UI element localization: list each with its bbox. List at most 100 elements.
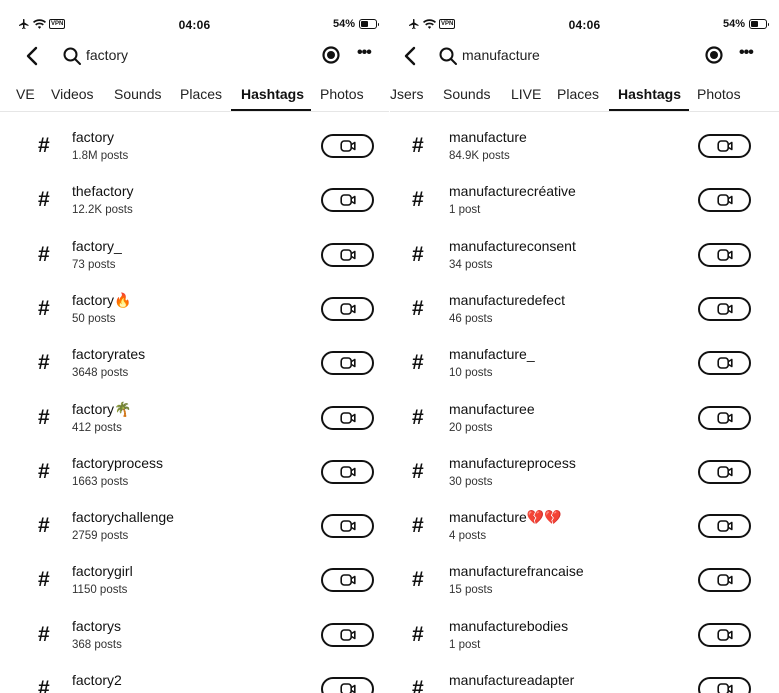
tab-live[interactable]: VE bbox=[16, 86, 35, 102]
hashtag-video-button[interactable] bbox=[698, 134, 751, 158]
hashtag-video-button[interactable] bbox=[321, 296, 374, 321]
video-camera-icon bbox=[717, 194, 733, 207]
record-circle-icon[interactable] bbox=[322, 46, 340, 64]
hashtag-video-button[interactable] bbox=[698, 514, 751, 539]
tab-hashtags[interactable]: Hashtags bbox=[241, 86, 305, 102]
video-camera-icon bbox=[340, 357, 356, 369]
hashtag-name: manufactureadapter bbox=[449, 672, 575, 688]
tab-photos[interactable]: Photos bbox=[320, 86, 364, 102]
video-camera-icon bbox=[340, 140, 356, 152]
status-bar: VPN 04:06 54% bbox=[390, 0, 779, 40]
video-camera-icon bbox=[717, 574, 733, 587]
hashtag-video-button[interactable] bbox=[321, 568, 374, 593]
chevron-left-icon[interactable] bbox=[22, 44, 42, 68]
more-horizontal-icon[interactable]: ••• bbox=[739, 44, 754, 61]
hashtag-post-count: 1663 posts bbox=[72, 475, 129, 488]
hashtag-name: factorys bbox=[72, 617, 122, 634]
hashtag-row[interactable]: #factory2 bbox=[0, 655, 389, 693]
hashtag-video-button[interactable] bbox=[321, 351, 374, 376]
hashtag-name: thefactory bbox=[72, 183, 134, 200]
search-input[interactable]: factory bbox=[86, 47, 129, 63]
hashtag-row[interactable]: # manufactureadapter bbox=[390, 655, 779, 693]
hashtag-video-button[interactable] bbox=[698, 459, 751, 484]
hashtag-name: manufacturefrancaise bbox=[449, 563, 584, 580]
hashtag-row[interactable]: #factory_73 posts bbox=[0, 221, 389, 275]
hashtag-post-count: 4 posts bbox=[449, 530, 487, 543]
hashtag-video-button[interactable] bbox=[321, 134, 374, 158]
hashtag-icon: # bbox=[412, 677, 424, 693]
record-circle-icon[interactable] bbox=[705, 46, 723, 64]
hashtag-name: factory bbox=[72, 129, 115, 145]
hashtag-name: factory_ bbox=[72, 237, 122, 254]
hashtag-video-button[interactable] bbox=[321, 677, 374, 693]
hashtag-video-button[interactable] bbox=[698, 242, 751, 267]
hashtag-name: manufacturee bbox=[449, 400, 535, 417]
hashtag-icon: # bbox=[38, 188, 50, 212]
hashtag-video-button[interactable] bbox=[321, 622, 374, 647]
tab-sounds[interactable]: Sounds bbox=[443, 86, 491, 102]
hashtag-icon: # bbox=[38, 677, 50, 693]
hashtag-video-button[interactable] bbox=[698, 351, 751, 376]
hashtag-video-button[interactable] bbox=[321, 405, 374, 430]
hashtag-video-button[interactable] bbox=[698, 405, 751, 430]
tab-users[interactable]: Jsers bbox=[390, 86, 424, 102]
hashtag-name: manufacturedefect bbox=[449, 291, 565, 308]
hashtag-icon: # bbox=[412, 351, 424, 375]
active-tab-indicator bbox=[609, 109, 689, 111]
hashtag-post-count: 1 post bbox=[449, 204, 481, 217]
video-camera-icon bbox=[340, 465, 356, 478]
hashtag-video-button[interactable] bbox=[321, 459, 374, 484]
hashtag-row[interactable]: #factory🔥50 posts bbox=[0, 275, 389, 329]
tab-bar: VE Videos Sounds Places Hashtags Photos bbox=[0, 80, 389, 112]
more-horizontal-icon[interactable]: ••• bbox=[357, 44, 372, 61]
tab-places[interactable]: Places bbox=[557, 86, 600, 102]
hashtag-video-button[interactable] bbox=[321, 514, 374, 539]
hashtag-post-count: 73 posts bbox=[72, 258, 116, 271]
tab-hashtags[interactable]: Hashtags bbox=[618, 86, 682, 102]
hashtag-video-button[interactable] bbox=[321, 188, 374, 213]
hashtag-row[interactable]: #factory🌴412 posts bbox=[0, 384, 389, 438]
hashtag-video-button[interactable] bbox=[698, 188, 751, 213]
chevron-left-icon[interactable] bbox=[400, 44, 420, 68]
search-input[interactable]: manufacture bbox=[462, 47, 540, 63]
hashtag-post-count: 50 posts bbox=[72, 312, 116, 325]
hashtag-post-count: 30 posts bbox=[449, 475, 493, 488]
hashtag-row[interactable]: #manufacture_10 posts bbox=[390, 329, 779, 383]
hashtag-video-button[interactable] bbox=[698, 677, 751, 693]
hashtag-video-button[interactable] bbox=[321, 242, 374, 267]
tab-videos[interactable]: Videos bbox=[51, 86, 94, 102]
tab-live[interactable]: LIVE bbox=[511, 86, 542, 102]
hashtag-name: manufacture💔💔 bbox=[449, 509, 562, 526]
hashtag-video-button[interactable] bbox=[698, 622, 751, 647]
hashtag-icon: # bbox=[412, 188, 424, 212]
tab-sounds[interactable]: Sounds bbox=[114, 86, 162, 102]
search-icon bbox=[63, 47, 81, 65]
video-camera-icon bbox=[340, 248, 356, 261]
hashtag-video-button[interactable] bbox=[698, 296, 751, 321]
hashtag-icon: # bbox=[38, 568, 50, 592]
hashtag-post-count: 368 posts bbox=[72, 638, 122, 651]
video-camera-icon bbox=[717, 357, 733, 369]
hashtag-row[interactable]: #manufacture💔💔4 posts bbox=[390, 492, 779, 546]
tab-places[interactable]: Places bbox=[180, 86, 223, 102]
hashtag-video-button[interactable] bbox=[698, 568, 751, 593]
tab-photos[interactable]: Photos bbox=[697, 86, 741, 102]
video-camera-icon bbox=[340, 520, 356, 532]
hashtag-post-count: 20 posts bbox=[449, 421, 493, 434]
hashtag-icon: # bbox=[38, 405, 50, 429]
